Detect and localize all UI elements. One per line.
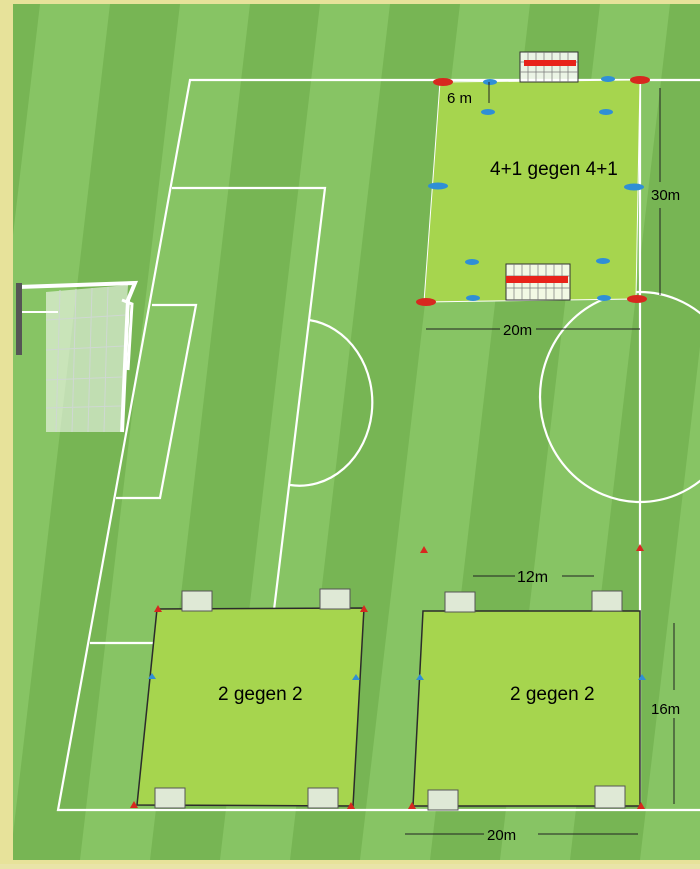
disc-cone-icon	[465, 259, 479, 265]
bottom-spacing-label: 12m	[517, 569, 548, 586]
disc-cone-icon	[483, 79, 497, 85]
bottom-width-label: 20m	[487, 827, 516, 844]
mini-goal-icon	[308, 788, 338, 808]
zone-bottom-left	[137, 608, 364, 806]
goal-gap-label: 6 m	[447, 90, 472, 107]
mini-goal-icon	[320, 589, 350, 609]
mini-goal-icon	[520, 52, 578, 82]
mini-goal-icon	[595, 786, 625, 808]
zone-bottom-right-label: 2 gegen 2	[510, 684, 595, 705]
mini-goal-icon	[506, 264, 570, 300]
zone-bottom-right-height-label: 16m	[651, 701, 680, 718]
mini-goal-icon	[592, 591, 622, 611]
disc-cone-icon	[624, 184, 644, 191]
mini-goal-icon	[445, 592, 475, 612]
zone-top-label: 4+1 gegen 4+1	[490, 159, 618, 180]
disc-cone-icon	[433, 78, 453, 86]
mini-goal-icon	[182, 591, 212, 611]
zone-bottom-left-label: 2 gegen 2	[218, 684, 303, 705]
disc-cone-icon	[428, 183, 448, 190]
disc-cone-icon	[630, 76, 650, 84]
disc-cone-icon	[601, 76, 615, 82]
zone-top-width-label: 20m	[503, 322, 532, 339]
mini-goal-icon	[428, 790, 458, 810]
zone-top-height-label: 30m	[651, 187, 680, 204]
disc-cone-icon	[599, 109, 613, 115]
disc-cone-icon	[596, 258, 610, 264]
disc-cone-icon	[466, 295, 480, 301]
disc-cone-icon	[416, 298, 436, 306]
disc-cone-icon	[481, 109, 495, 115]
zone-bottom-right	[413, 611, 640, 806]
mini-goal-icon	[155, 788, 185, 808]
disc-cone-icon	[597, 295, 611, 301]
disc-cone-icon	[627, 295, 647, 303]
